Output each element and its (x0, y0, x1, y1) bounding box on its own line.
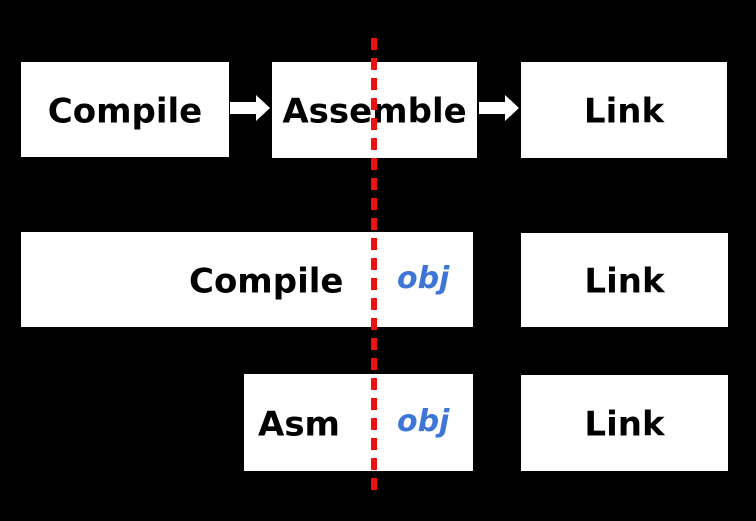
link-stage-label: Link (584, 261, 665, 302)
compile-stage-label: Compile (47, 90, 203, 131)
link-stage-box: Link (521, 62, 727, 158)
link-stage-box: Link (521, 375, 728, 471)
obj-artifact-label: obj (397, 260, 450, 296)
compile-stage-box: Compile (21, 62, 229, 157)
link-stage-label: Link (583, 91, 665, 132)
link-stage-box: Link (521, 233, 728, 327)
link-stage-label: Link (584, 404, 665, 445)
compile-merged-stage-label: Compile (189, 260, 344, 301)
obj-artifact-label: obj (397, 403, 450, 439)
asm-stage-label: Asm (258, 403, 340, 444)
dashed-divider-line (371, 38, 377, 493)
arrow-right-icon (479, 94, 520, 122)
asm-stage-box: Asm obj (244, 374, 473, 471)
compile-merged-stage-box: Compile obj (21, 232, 473, 327)
arrow-right-icon (230, 94, 271, 122)
